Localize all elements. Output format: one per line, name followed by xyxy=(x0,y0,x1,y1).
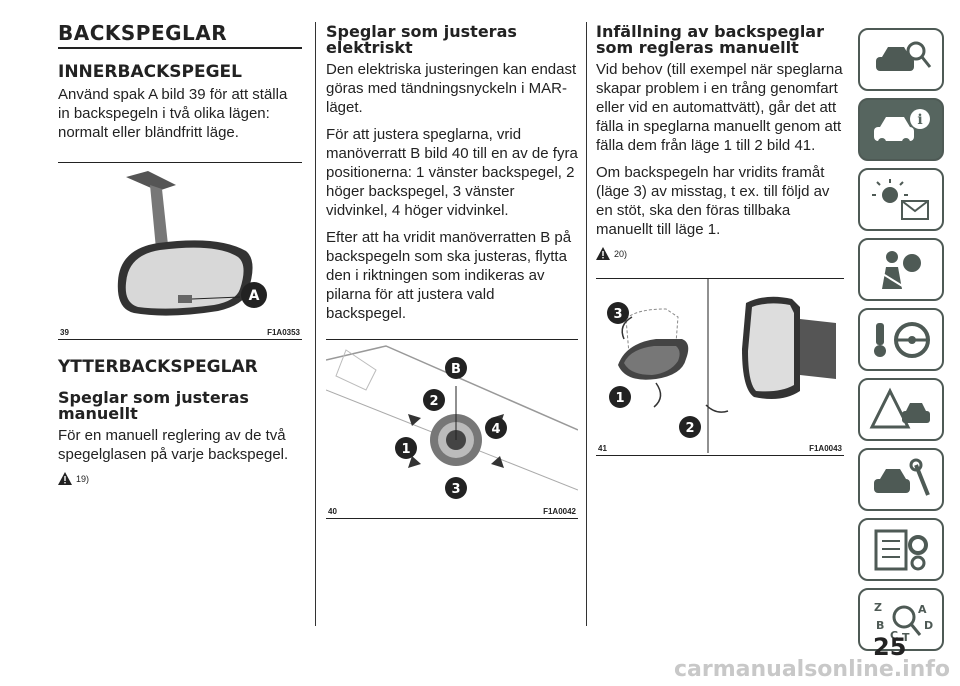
subsection-exterior-mirrors: YTTERBACKSPEGLAR xyxy=(58,357,258,377)
callout-1-label: 1 xyxy=(615,391,624,406)
paragraph-electric-3: Efter att ha vridit manöverratten B på b… xyxy=(326,229,572,322)
car-search-icon xyxy=(876,41,932,71)
callout-4: 4 xyxy=(485,417,507,439)
warning-triangle-icon xyxy=(58,472,72,485)
figure-code: F1A0353 xyxy=(267,328,300,337)
figure-code: F1A0042 xyxy=(543,507,576,516)
svg-text:i: i xyxy=(917,112,922,128)
callout-2-label: 2 xyxy=(429,394,438,409)
callout-2: 2 xyxy=(679,416,701,438)
alphabet-index-icon: Z A B C T D xyxy=(874,601,933,643)
tab-emergency[interactable] xyxy=(858,378,944,441)
callout-3: 3 xyxy=(607,302,629,324)
callout-3: 3 xyxy=(445,477,467,499)
tab-car-search[interactable] xyxy=(858,28,944,91)
figure-number: 41 xyxy=(598,444,607,453)
callout-B-label: B xyxy=(451,362,461,377)
index-letter: B xyxy=(876,619,884,632)
tab-starting-driving[interactable] xyxy=(858,308,944,371)
figure-number: 40 xyxy=(328,507,337,516)
index-letter: C xyxy=(890,629,898,642)
paragraph-electric-2: För att justera speglarna, vrid manöverr… xyxy=(326,126,578,219)
airbag-passenger-icon xyxy=(877,250,921,289)
warning-reference[interactable]: 19) xyxy=(58,472,302,485)
tab-maintenance[interactable] xyxy=(858,448,944,511)
callout-1: 1 xyxy=(609,386,631,408)
callout-3-label: 3 xyxy=(613,307,622,322)
tab-index[interactable]: Z A B C T D xyxy=(858,588,944,651)
column-middle: Speglar som justeras elektriskt Den elek… xyxy=(326,22,578,519)
callout-4-label: 4 xyxy=(491,422,500,437)
figure-41: 3 1 2 41 F1A0043 xyxy=(596,278,844,456)
callout-1: 1 xyxy=(395,437,417,459)
warning-light-envelope-icon xyxy=(872,178,929,220)
warning-triangle-icon xyxy=(596,247,610,260)
callout-A: A xyxy=(241,282,267,308)
heading-fold-mirrors: Infällning av backspeglar som regleras m… xyxy=(596,22,824,57)
callout-2: 2 xyxy=(423,389,445,411)
index-letter: Z xyxy=(874,601,882,614)
chapter-tabs: i Z A B C T D xyxy=(858,28,944,658)
page-number: 25 xyxy=(873,633,907,661)
car-wrench-icon xyxy=(874,458,930,496)
mirror-control-knob-illustration xyxy=(326,345,578,491)
column-divider xyxy=(586,22,587,626)
watermark: carmanualsonline.info xyxy=(674,657,950,682)
column-divider xyxy=(315,22,316,626)
index-letter: T xyxy=(902,631,910,643)
callout-3-label: 3 xyxy=(451,482,460,497)
tab-car-info[interactable]: i xyxy=(858,98,944,161)
tab-technical-data[interactable] xyxy=(858,518,944,581)
car-info-icon: i xyxy=(874,108,930,146)
heading-manual-mirrors: Speglar som justeras manuellt xyxy=(58,388,249,423)
paragraph-electric-1: Den elektriska justeringen kan endast gö… xyxy=(326,61,577,116)
paragraph-fold-1: Vid behov (till exempel när speglarna sk… xyxy=(596,61,843,154)
warning-reference[interactable]: 20) xyxy=(596,247,844,260)
figure-number: 39 xyxy=(60,328,69,337)
warning-triangle-car-icon xyxy=(869,387,930,428)
paragraph-fold-2: Om backspegeln har vridits framåt (läge … xyxy=(596,164,830,238)
figure-39: A 39 F1A0353 xyxy=(58,162,302,340)
tab-safety[interactable] xyxy=(858,238,944,301)
heading-electric-mirrors: Speglar som justeras elektriskt xyxy=(326,22,517,57)
callout-2-label: 2 xyxy=(685,421,694,436)
warning-ref-label: 20) xyxy=(614,248,628,259)
callout-1-label: 1 xyxy=(401,442,410,457)
index-letter: A xyxy=(918,603,927,616)
warning-ref-label: 19) xyxy=(76,473,90,484)
column-right: Infällning av backspeglar som regleras m… xyxy=(596,22,844,456)
section-title: BACKSPEGLAR xyxy=(58,22,302,49)
key-steering-wheel-icon xyxy=(874,321,930,358)
callout-A-label: A xyxy=(249,288,260,304)
column-left: BACKSPEGLAR INNERBACKSPEGEL Använd spak … xyxy=(58,22,302,485)
paragraph-interior-mirror: Använd spak A bild 39 för att ställa in … xyxy=(58,86,288,141)
figure-code: F1A0043 xyxy=(809,444,842,453)
subsection-interior-mirror: INNERBACKSPEGEL xyxy=(58,62,242,82)
spec-list-gear-icon xyxy=(874,529,928,570)
folding-mirror-illustration xyxy=(618,279,836,453)
rearview-mirror-illustration xyxy=(117,171,253,316)
tab-warning-lights[interactable] xyxy=(858,168,944,231)
callout-B: B xyxy=(445,357,467,379)
paragraph-manual-mirrors: För en manuell reglering av de två spege… xyxy=(58,427,289,463)
index-letter: D xyxy=(924,619,933,632)
figure-40: B 2 4 1 3 40 F1A0042 xyxy=(326,339,578,519)
